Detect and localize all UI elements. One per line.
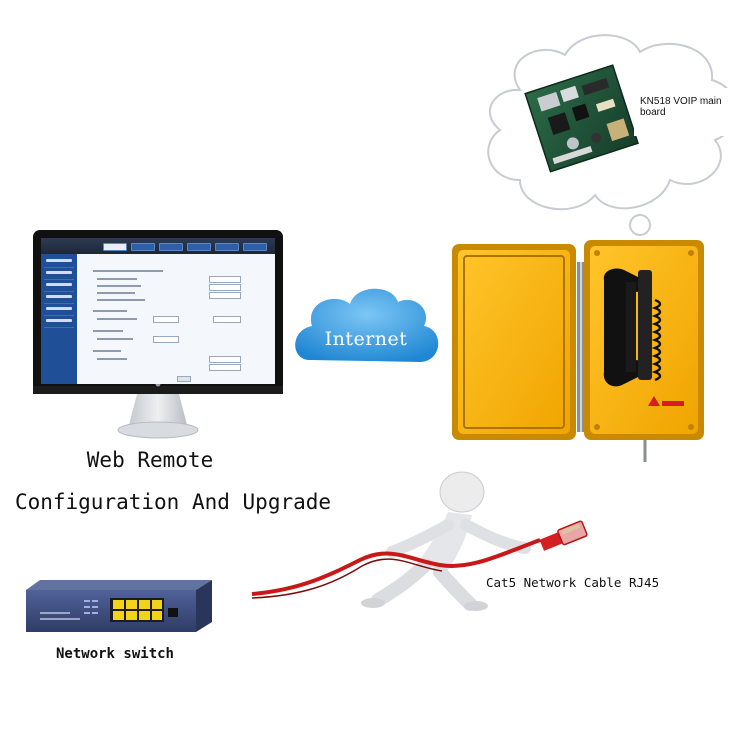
- screen-form-label: [97, 358, 127, 360]
- voip-board-icon: [524, 64, 639, 173]
- screen-form-label: [93, 310, 127, 312]
- screen-form-label: [97, 338, 133, 340]
- network-switch-label: Network switch: [55, 646, 174, 662]
- screen-sidebar: [41, 254, 77, 384]
- screen-sidebar-item: [44, 258, 74, 268]
- screen-form-field: [153, 316, 179, 323]
- cable-label: Cat5 Network Cable RJ45: [486, 575, 660, 590]
- screen-tab: [103, 243, 127, 251]
- screen-form-field: [209, 292, 241, 299]
- screen-form-label: [93, 350, 121, 352]
- screen-tab: [159, 243, 183, 251]
- screen-form-label: [97, 285, 141, 287]
- screen-form-field: [209, 284, 241, 291]
- screen-form-field: [209, 356, 241, 363]
- screen-form-field: [209, 276, 241, 283]
- stick-figure-icon: [361, 471, 531, 611]
- internet-label: Internet: [324, 328, 408, 350]
- screen-sidebar-item: [44, 282, 74, 292]
- screen-form-field: [213, 316, 241, 323]
- screen-sidebar-item: [44, 306, 74, 316]
- screen-form-label: [97, 292, 135, 294]
- emergency-phone-icon: [452, 240, 704, 462]
- screen-tab: [215, 243, 239, 251]
- screen-tab: [131, 243, 155, 251]
- screen-header: [41, 238, 275, 254]
- screen-sidebar-item: [44, 270, 74, 280]
- screen-save-button: [177, 376, 191, 382]
- screen-form-label: [93, 330, 123, 332]
- web-config-screen: [41, 238, 275, 384]
- screen-form-label: [97, 278, 137, 280]
- network-switch-icon: [26, 580, 212, 632]
- screen-tab: [243, 243, 267, 251]
- screen-form-field: [153, 336, 179, 343]
- screen-sidebar-item: [44, 294, 74, 304]
- screen-form-field: [209, 364, 241, 371]
- cloud-icon: [295, 288, 439, 362]
- web-remote-label: Web Remote: [86, 448, 214, 472]
- main-board-label: KN518 VOIP main board: [634, 88, 746, 136]
- network-cable-icon: [251, 520, 588, 599]
- screen-form-label: [97, 299, 145, 301]
- configuration-label: Configuration And Upgrade: [14, 490, 332, 514]
- screen-tab: [187, 243, 211, 251]
- screen-form-label: [97, 318, 137, 320]
- screen-sidebar-item: [44, 318, 74, 328]
- screen-form-label: [93, 270, 163, 272]
